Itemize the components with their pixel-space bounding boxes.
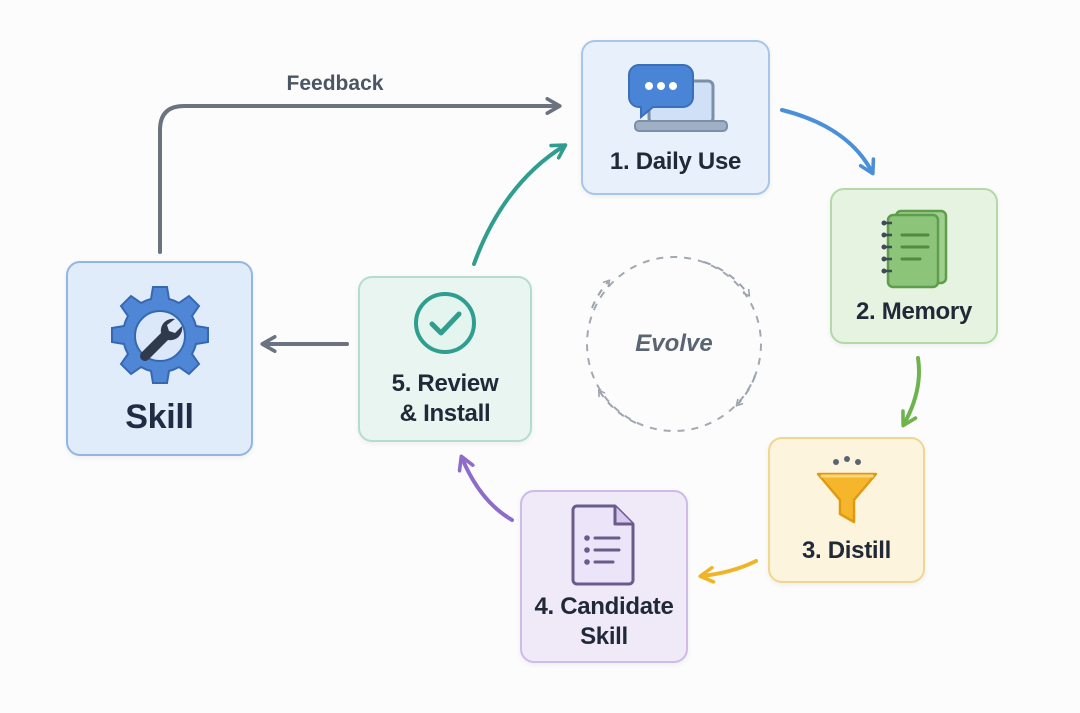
node-skill: Skill bbox=[66, 261, 253, 456]
arrow-daily-to-memory bbox=[780, 108, 876, 176]
feedback-arrow bbox=[158, 97, 562, 254]
gear-wrench-icon bbox=[110, 285, 209, 384]
node-memory: 2. Memory bbox=[830, 188, 998, 344]
node-candidate-skill: 4. Candidate Skill bbox=[520, 490, 688, 663]
arrow-candidate-to-review bbox=[457, 454, 514, 522]
skill-label: Skill bbox=[125, 397, 194, 436]
candidate-skill-label: 4. Candidate Skill bbox=[534, 592, 674, 650]
arrow-review-to-daily bbox=[472, 143, 568, 266]
document-list-icon bbox=[571, 504, 635, 585]
evolve-cycle bbox=[586, 256, 762, 432]
notebook-icon bbox=[881, 209, 948, 289]
check-circle-icon bbox=[414, 292, 476, 354]
node-review-install: 5. Review & Install bbox=[358, 276, 532, 442]
distill-label: 3. Distill bbox=[801, 537, 892, 564]
funnel-icon bbox=[816, 456, 877, 524]
memory-label: 2. Memory bbox=[855, 298, 972, 325]
arrow-distill-to-candidate bbox=[698, 559, 758, 584]
node-distill: 3. Distill bbox=[768, 437, 925, 583]
chat-laptop-icon bbox=[627, 63, 728, 132]
node-daily-use: 1. Daily Use bbox=[581, 40, 770, 195]
arrow-memory-to-distill bbox=[901, 356, 921, 428]
daily-use-label: 1. Daily Use bbox=[609, 147, 742, 175]
review-install-label: 5. Review & Install bbox=[391, 370, 499, 427]
evolve-label: Evolve bbox=[635, 330, 713, 357]
feedback-label: Feedback bbox=[286, 72, 384, 95]
